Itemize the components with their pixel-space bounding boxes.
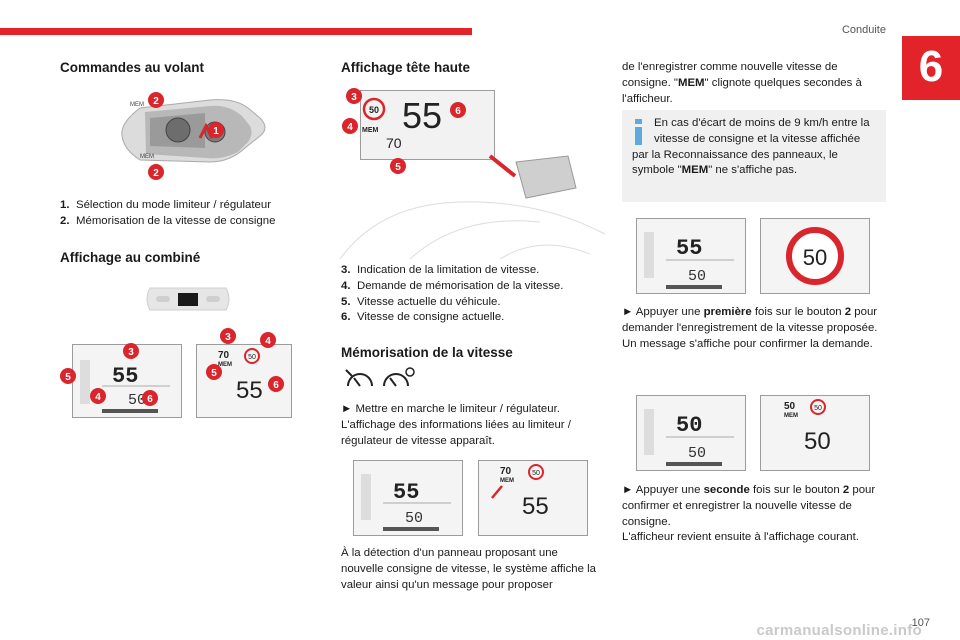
section-name: Conduite xyxy=(841,24,886,36)
svg-text:4: 4 xyxy=(95,392,101,403)
svg-text:50: 50 xyxy=(676,413,702,438)
cluster-callouts-left: 3 5 4 6 xyxy=(60,343,158,406)
svg-text:50: 50 xyxy=(784,401,796,412)
svg-text:6: 6 xyxy=(147,394,153,405)
paragraph-start-limiter: ► Mettre en marche le limiteur / régulat… xyxy=(341,403,571,447)
display-c3-left-content: 55 50 xyxy=(644,232,734,289)
display-c4-right xyxy=(760,395,870,471)
header-bar xyxy=(0,28,472,35)
svg-text:50: 50 xyxy=(128,392,146,409)
svg-text:5: 5 xyxy=(395,162,401,173)
info-icon xyxy=(632,119,646,145)
svg-text:50: 50 xyxy=(814,405,822,412)
svg-text:5: 5 xyxy=(211,368,217,379)
heading-steering-controls: Commandes au volant xyxy=(60,60,205,75)
svg-text:4: 4 xyxy=(265,336,271,347)
heading-cluster-display: Affichage au combiné xyxy=(60,250,201,265)
svg-text:4: 4 xyxy=(347,122,353,133)
svg-text:2: 2 xyxy=(153,168,159,179)
svg-text:55: 55 xyxy=(676,236,702,261)
svg-text:6: 6 xyxy=(273,380,279,391)
svg-text:MEM: MEM xyxy=(784,413,798,419)
stalk-mem-label: MEM xyxy=(130,102,144,108)
svg-text:5: 5 xyxy=(65,372,71,383)
paragraph-sign-detection: À la détection d'un panneau proposant un… xyxy=(341,547,596,591)
svg-text:50: 50 xyxy=(688,268,706,285)
callout-1 xyxy=(208,122,224,138)
svg-text:50: 50 xyxy=(803,245,827,270)
paragraph-mem-blinks: de l'enregistrer comme nouvelle vitesse … xyxy=(622,61,862,105)
svg-text:50: 50 xyxy=(405,510,423,527)
watermark: carmanualsonline.info xyxy=(756,622,922,639)
callout-2-bottom xyxy=(148,164,164,180)
display-set1-left xyxy=(353,460,463,536)
svg-text:3: 3 xyxy=(225,332,231,343)
display-c3-left xyxy=(636,218,746,294)
chapter-number: 6 xyxy=(902,36,960,100)
display-set1-left-content: 55 50 xyxy=(361,474,451,531)
heading-head-up-display: Affichage tête haute xyxy=(341,60,471,75)
svg-text:MEM: MEM xyxy=(218,362,232,368)
svg-text:55: 55 xyxy=(393,480,419,505)
hud-illustration: 50 MEM 70 55 3 4 5 6 xyxy=(339,88,606,260)
list-item: 6.Vitesse de consigne actuelle. xyxy=(341,311,505,324)
paragraph-second-press: ► Appuyer une seconde fois sur le bouton… xyxy=(622,484,876,544)
cluster-display-left-content: 55 50 xyxy=(80,360,170,413)
svg-text:1: 1 xyxy=(213,126,219,137)
list-item: 5.Vitesse actuelle du véhicule. xyxy=(341,295,501,308)
svg-text:55: 55 xyxy=(112,364,138,389)
cluster-display-right-content: 70 MEM 50 55 xyxy=(218,348,263,404)
callout-2-top xyxy=(148,92,164,108)
hud-legend: 3.Indication de la limitation de vitesse… xyxy=(341,263,563,326)
speed-sign-50: 50 xyxy=(786,227,844,285)
svg-text:55: 55 xyxy=(522,493,549,520)
list-item: 1.Sélection du mode limiteur / régulateu… xyxy=(60,199,272,211)
list-item: 2.Mémorisation de la vitesse de consigne xyxy=(60,214,276,227)
paragraph-first-press: ► Appuyer une première fois sur le bouto… xyxy=(622,306,878,350)
svg-text:2: 2 xyxy=(153,96,159,107)
svg-text:MEM: MEM xyxy=(500,478,514,484)
limiter-cruise-icons xyxy=(345,367,415,387)
stalk-legend: 1.Sélection du mode limiteur / régulateu… xyxy=(60,198,275,230)
list-item: 3.Indication de la limitation de vitesse… xyxy=(341,264,540,276)
svg-text:55: 55 xyxy=(236,377,263,404)
svg-text:50: 50 xyxy=(248,354,256,361)
svg-text:50: 50 xyxy=(369,105,379,115)
svg-text:55: 55 xyxy=(402,95,442,136)
svg-text:70: 70 xyxy=(218,350,230,361)
svg-text:MEM: MEM xyxy=(362,127,379,134)
display-c4-left xyxy=(636,395,746,471)
heading-speed-memorisation: Mémorisation de la vitesse xyxy=(341,345,513,360)
svg-text:50: 50 xyxy=(804,428,831,455)
svg-text:50: 50 xyxy=(688,445,706,462)
cluster-callouts-right: 3 4 5 6 xyxy=(206,328,284,392)
svg-text:3: 3 xyxy=(351,92,357,103)
display-set1-right xyxy=(478,460,588,536)
list-item: 4.Demande de mémorisation de la vitesse. xyxy=(341,279,564,292)
display-set1-right-content: 70 MEM 50 55 xyxy=(491,464,549,520)
svg-text:6: 6 xyxy=(455,106,461,117)
instrument-cluster-icon xyxy=(146,287,230,311)
svg-text:70: 70 xyxy=(386,135,402,151)
svg-text:50: 50 xyxy=(532,470,540,477)
stalk-mem-label-bottom: MEM xyxy=(140,154,154,160)
svg-text:70: 70 xyxy=(500,466,512,477)
display-c4-left-content: 50 50 xyxy=(644,409,734,466)
svg-text:3: 3 xyxy=(128,347,134,358)
display-c4-right-content: 50 MEM 50 50 xyxy=(784,399,831,455)
info-box: En cas d'écart de moins de 9 km/h entre … xyxy=(622,110,886,202)
page-number: 107 xyxy=(911,617,930,629)
steering-stalk-illustration: MEM MEM 2 1 2 xyxy=(121,92,266,180)
